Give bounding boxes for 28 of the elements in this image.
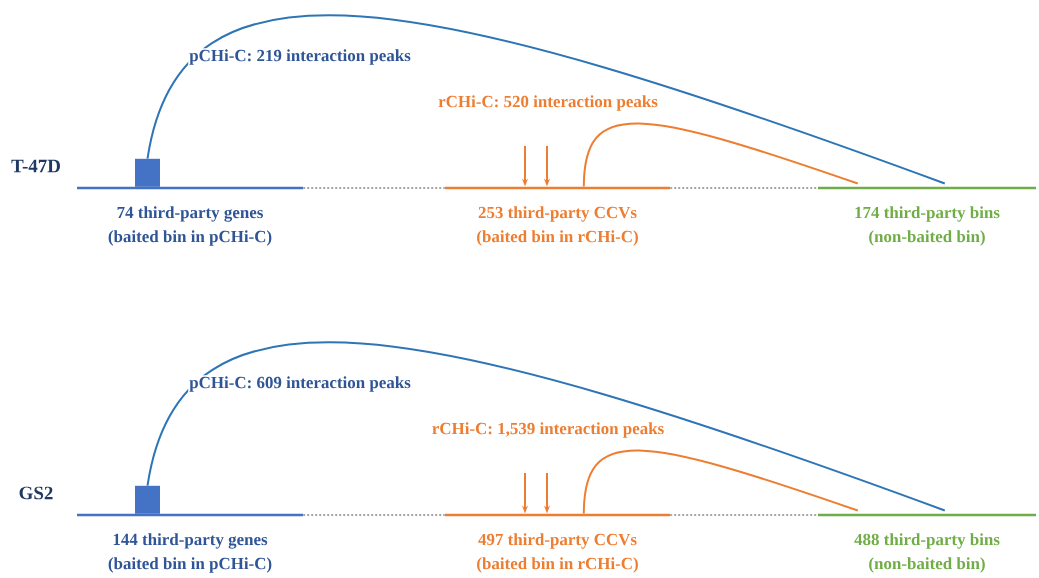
cell-line-label: T-47D (11, 159, 60, 173)
edge-label: pCHi-C: 219 interaction peaks (188, 48, 412, 66)
edge-label: rCHi-C: 520 interaction peaks (437, 94, 659, 112)
interaction-arc (146, 15, 946, 185)
dotted-line (669, 187, 819, 189)
baited-bin-block (135, 158, 160, 187)
bin-label: 74 third-party genes (117, 206, 263, 222)
bin-label: 144 third-party genes (113, 533, 268, 549)
bin-label: 488 third-party bins (854, 533, 1000, 549)
bin-label: (baited bin in rCHi-C) (477, 230, 638, 246)
dotted-line (669, 514, 819, 516)
bin-label: 174 third-party bins (855, 206, 1000, 222)
bin-label: (baited bin in pCHi-C) (108, 230, 272, 246)
bin-label: (non-baited bin) (869, 230, 985, 246)
dotted-line (302, 187, 446, 189)
bin-label: 497 third-party CCVs (478, 533, 637, 549)
interaction-arc (582, 449, 859, 515)
interaction-arc (146, 342, 946, 512)
edge-label: rCHi-C: 1,539 interaction peaks (430, 421, 666, 439)
bin-label: (baited bin in pCHi-C) (108, 557, 272, 573)
bin-label: (non-baited bin) (869, 557, 985, 573)
baited-bin-block (135, 485, 160, 514)
dotted-line (302, 514, 446, 516)
cell-line-label: GS2 (19, 486, 53, 500)
edge-label: pCHi-C: 609 interaction peaks (188, 375, 412, 393)
bin-label: (baited bin in rCHi-C) (477, 557, 638, 573)
bin-label: 253 third-party CCVs (478, 206, 637, 222)
interaction-arc (582, 122, 859, 188)
